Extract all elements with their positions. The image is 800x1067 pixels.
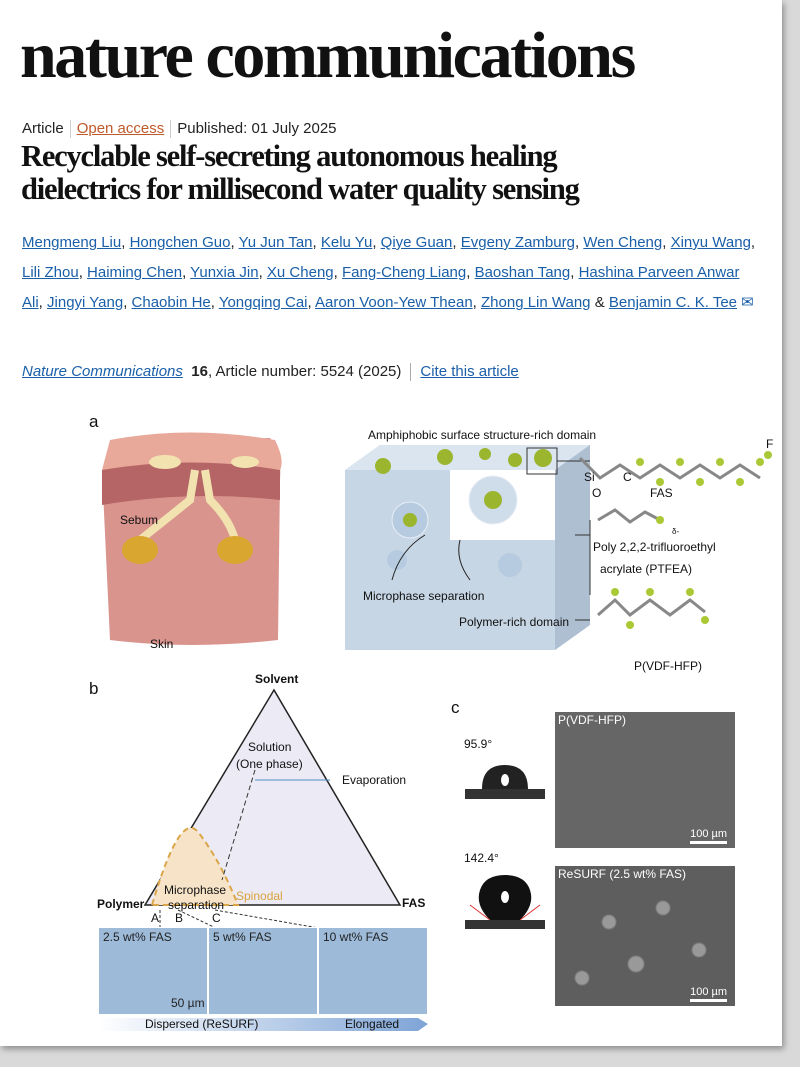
author-link[interactable]: Mengmeng Liu [22,234,122,251]
label-surface-domain: Amphiphobic surface structure-rich domai… [368,428,597,442]
title-line: dielectrics for millisecond water qualit… [21,172,580,206]
micrograph-10: 10 wt% FAS [318,927,428,1015]
article-meta: Article Open access Published: 01 July 202… [22,120,337,139]
author-link[interactable]: Yongqing Cai [218,294,308,311]
open-access-link[interactable]: Open access [76,120,165,137]
journal-link[interactable]: Nature Communications [22,363,183,380]
email-icon[interactable]: ✉ [737,294,754,311]
article-type: Article [22,120,64,137]
label-microphase-b: Microphase [164,883,227,897]
cite-this-article-link[interactable]: Cite this article [420,363,519,380]
scale-bar-label: 50 µm [171,996,205,1010]
label-ptfea: Poly 2,2,2-trifluoroethyl [593,540,716,554]
article-title: Recyclable self-secreting autonomous hea… [21,139,580,206]
author-link[interactable]: Hashina Parveen Anwar Ali [22,264,740,311]
label-polymer-rich: Polymer-rich domain [459,615,570,629]
sem-image-resurf: ReSURF (2.5 wt% FAS) 100 µm [555,866,735,1006]
sem-label: ReSURF (2.5 wt% FAS) [558,867,687,881]
author-link[interactable]: Aaron Voon-Yew Thean [315,294,473,311]
label-ptfea-2: acrylate (PTFEA) [600,562,693,576]
sem-image-pvdf: P(VDF-HFP) 100 µm [555,712,735,848]
label-separation-b: separation [168,898,225,912]
author-link[interactable]: Evgeny Zamburg [460,234,575,251]
article-number: , Article number: 5524 (2025) [207,363,402,380]
journal-masthead[interactable]: nature communications [20,19,636,92]
label-delta: δ- [672,527,680,536]
micrograph-2-5: 2.5 wt% FAS 50 µm [98,927,208,1015]
polymer-cube [345,445,772,650]
label-c: C [623,470,632,484]
vertex-polymer: Polymer [97,897,145,911]
morphology-arrow [98,1018,428,1031]
title-line: Recyclable self-secreting autonomous hea… [21,139,558,173]
label-skin: Skin [150,637,174,651]
label-spinodal: Spinodal [236,889,283,903]
label-si: Si [584,470,595,484]
volume: 16 [191,363,208,380]
author-link[interactable]: Baoshan Tang [474,264,571,281]
label-sebum: Sebum [120,513,159,527]
panel-label-c: c [451,698,460,717]
figure-graphics [98,432,772,1031]
citation: Nature Communications 16, Article number… [22,363,519,382]
label-pvdf: P(VDF-HFP) [634,659,702,673]
label-dispersed: Dispersed (ReSURF) [145,1017,259,1031]
author-link[interactable]: Yu Jun Tan [238,234,313,251]
point-a: A [151,911,160,925]
author-link[interactable]: Benjamin C. K. Tee [608,294,737,311]
label-f: F [766,437,774,451]
scale-bar-label: 100 µm [690,828,727,840]
micrograph-label: 10 wt% FAS [323,930,389,944]
author-link[interactable]: Yunxia Jin [190,264,259,281]
scale-bar: 100 µm [690,986,727,1002]
author-link[interactable]: Haiming Chen [87,264,183,281]
label-evaporation: Evaporation [342,773,407,787]
skin-illustration [102,432,282,645]
author-link[interactable]: Kelu Yu [320,234,373,251]
panel-label-a: a [89,412,99,431]
author-link[interactable]: Chaobin He [131,294,211,311]
scale-bar-label: 100 µm [690,986,727,998]
label-elongated: Elongated [345,1017,400,1031]
label-fas-molecule: FAS [650,486,673,500]
author-link[interactable]: Lili Zhou [22,264,79,281]
label-one-phase: (One phase) [236,757,303,771]
author-link[interactable]: Hongchen Guo [129,234,231,251]
scale-bar: 100 µm [690,828,727,844]
label-o: O [592,486,602,500]
article-page: nature communications Article Open access… [0,0,782,1046]
author-list: Mengmeng Liu, Hongchen Guo, Yu Jun Tan, … [22,234,756,311]
author-link[interactable]: Xinyu Wang [670,234,751,251]
vertex-solvent: Solvent [255,672,299,686]
micrograph-label: 5 wt% FAS [213,930,272,944]
point-c: C [212,911,221,925]
label-solution: Solution [248,740,292,754]
contact-angle-droplets [465,765,545,929]
micrograph-5: 5 wt% FAS [208,927,318,1015]
label-microphase: Microphase separation [363,589,485,603]
contact-angle-1: 95.9° [464,737,493,751]
author-link[interactable]: Fang-Cheng Liang [341,264,467,281]
panel-label-b: b [89,679,99,698]
author-link[interactable]: Xu Cheng [266,264,334,281]
contact-angle-2: 142.4° [464,851,499,865]
point-b: B [175,911,184,925]
published-date: Published: 01 July 2025 [177,120,337,137]
author-link[interactable]: Wen Cheng [583,234,663,251]
author-link[interactable]: Zhong Lin Wang [481,294,591,311]
micrograph-label: 2.5 wt% FAS [103,930,172,944]
sem-label: P(VDF-HFP) [558,713,626,727]
author-link[interactable]: Jingyi Yang [47,294,124,311]
vertex-fas: FAS [402,896,426,910]
author-link[interactable]: Qiye Guan [380,234,453,251]
